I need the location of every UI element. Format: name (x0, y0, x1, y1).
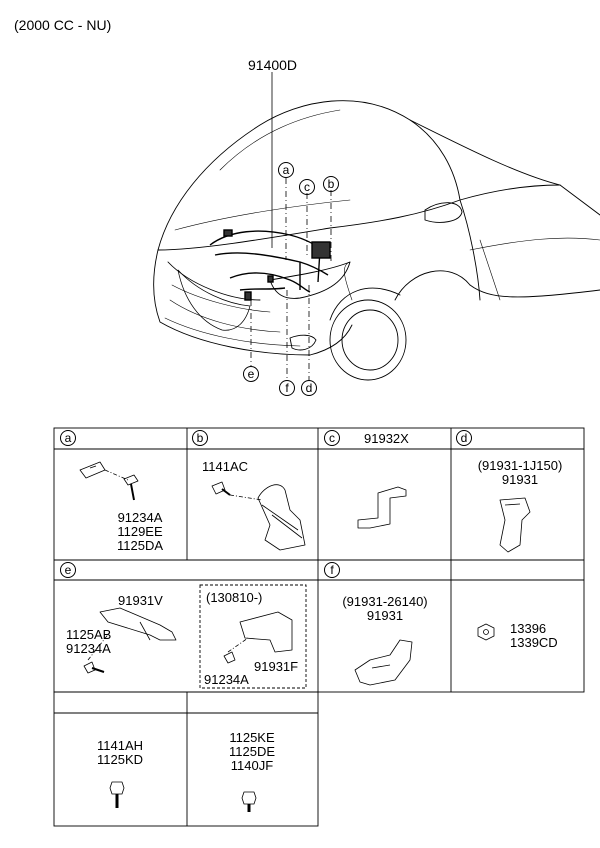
cell-d-letter: d (456, 430, 472, 446)
cell-a-letter: a (60, 430, 76, 446)
part-number: 1125DA (116, 538, 163, 553)
cell-e-part-bracket: 91931V (118, 593, 163, 608)
cell-c-title: 91932X (364, 431, 409, 446)
cell-f-part-list: (91931-26140) 91931 (324, 595, 446, 623)
part-number: 91931 (501, 472, 539, 487)
cell-d-part-list: (91931-1J150) 91931 (460, 459, 580, 487)
cell-h-part-list: 1141AH 1125KD (70, 739, 170, 767)
cell-e-letter: e (60, 562, 76, 578)
cell-e-inset-date: (130810-) (206, 590, 263, 605)
cell-e-inset-bracket: 91931F (254, 659, 299, 674)
part-number: 91234A (66, 641, 111, 656)
part-number: 1125AB (66, 627, 112, 642)
cell-b-letter: b (192, 430, 208, 446)
part-number: 1140JF (230, 758, 274, 773)
part-number: 1125DE (228, 744, 275, 759)
part-number: 1125KE (229, 730, 275, 745)
part-number: 1141AH (96, 738, 143, 753)
cell-e-part-bolt: 1125AB 91234A (66, 628, 111, 656)
callout-b: b (323, 176, 339, 192)
cell-b-part: 1141AC (202, 459, 249, 474)
part-number: (91931-26140) (342, 594, 428, 609)
part-number: 91931 (366, 608, 404, 623)
cell-a-part-list: 91234A 1129EE 1125DA (100, 511, 180, 553)
callout-c: c (299, 179, 315, 195)
callout-e: e (243, 366, 259, 382)
part-number: 13396 (510, 621, 547, 636)
part-number: 91234A (117, 510, 163, 525)
part-number: 1129EE (117, 524, 163, 539)
callout-a: a (278, 162, 294, 178)
cell-f-letter: f (324, 562, 340, 578)
engine-variant-label: (2000 CC - NU) (14, 17, 112, 33)
cell-g-part-list: 13396 1339CD (510, 622, 558, 650)
cell-i-part-list: 1125KE 1125DE 1140JF (202, 731, 302, 773)
callout-d: d (301, 380, 317, 396)
cell-e-inset-bolt: 91234A (204, 672, 249, 687)
part-number: 1339CD (510, 635, 558, 650)
harness-part-number: 91400D (248, 57, 298, 73)
cell-c-letter: c (324, 430, 340, 446)
callout-f: f (279, 380, 295, 396)
part-number: 1125KD (96, 752, 143, 767)
part-number: (91931-1J150) (477, 458, 563, 473)
